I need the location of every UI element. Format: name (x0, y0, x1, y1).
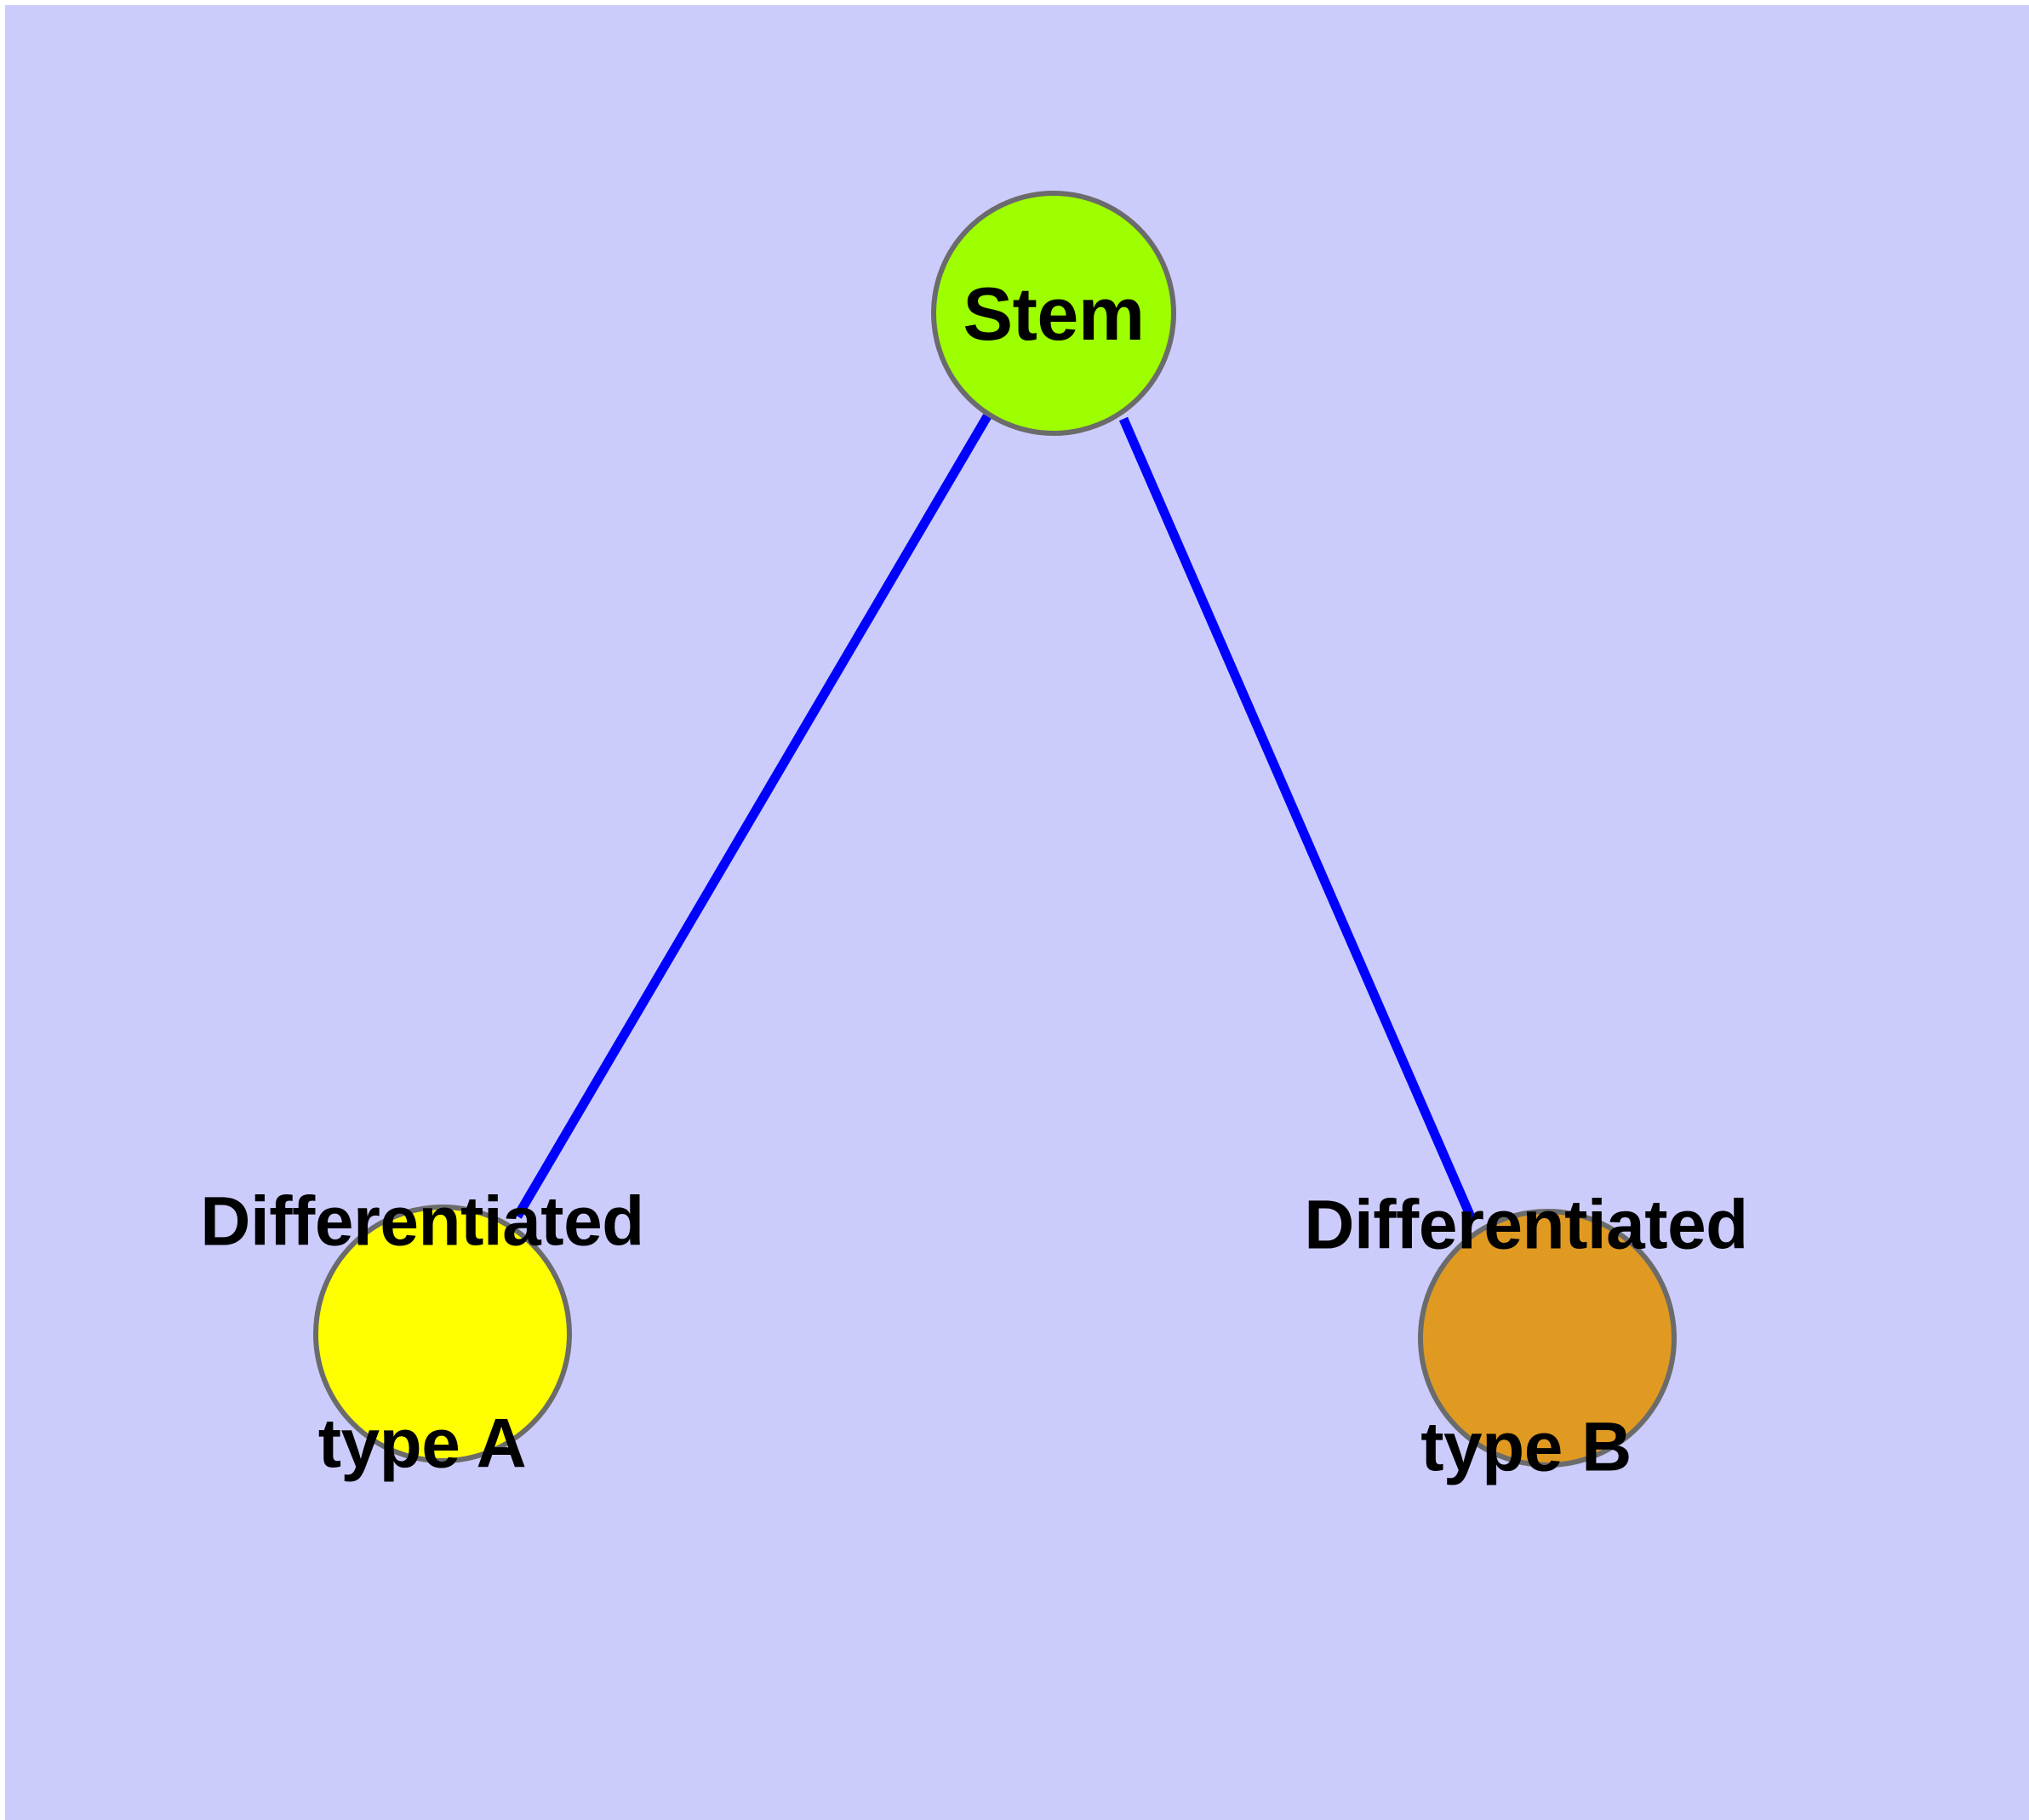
node-differentiated-type-b[interactable] (1418, 1209, 1677, 1468)
edge-stem-type-a (513, 414, 992, 1219)
edge-layer (513, 414, 1477, 1223)
node-differentiated-type-a[interactable] (313, 1205, 572, 1463)
node-stem[interactable] (931, 191, 1176, 436)
node-layer (313, 191, 1677, 1468)
edge-stem-type-b (1118, 416, 1477, 1223)
